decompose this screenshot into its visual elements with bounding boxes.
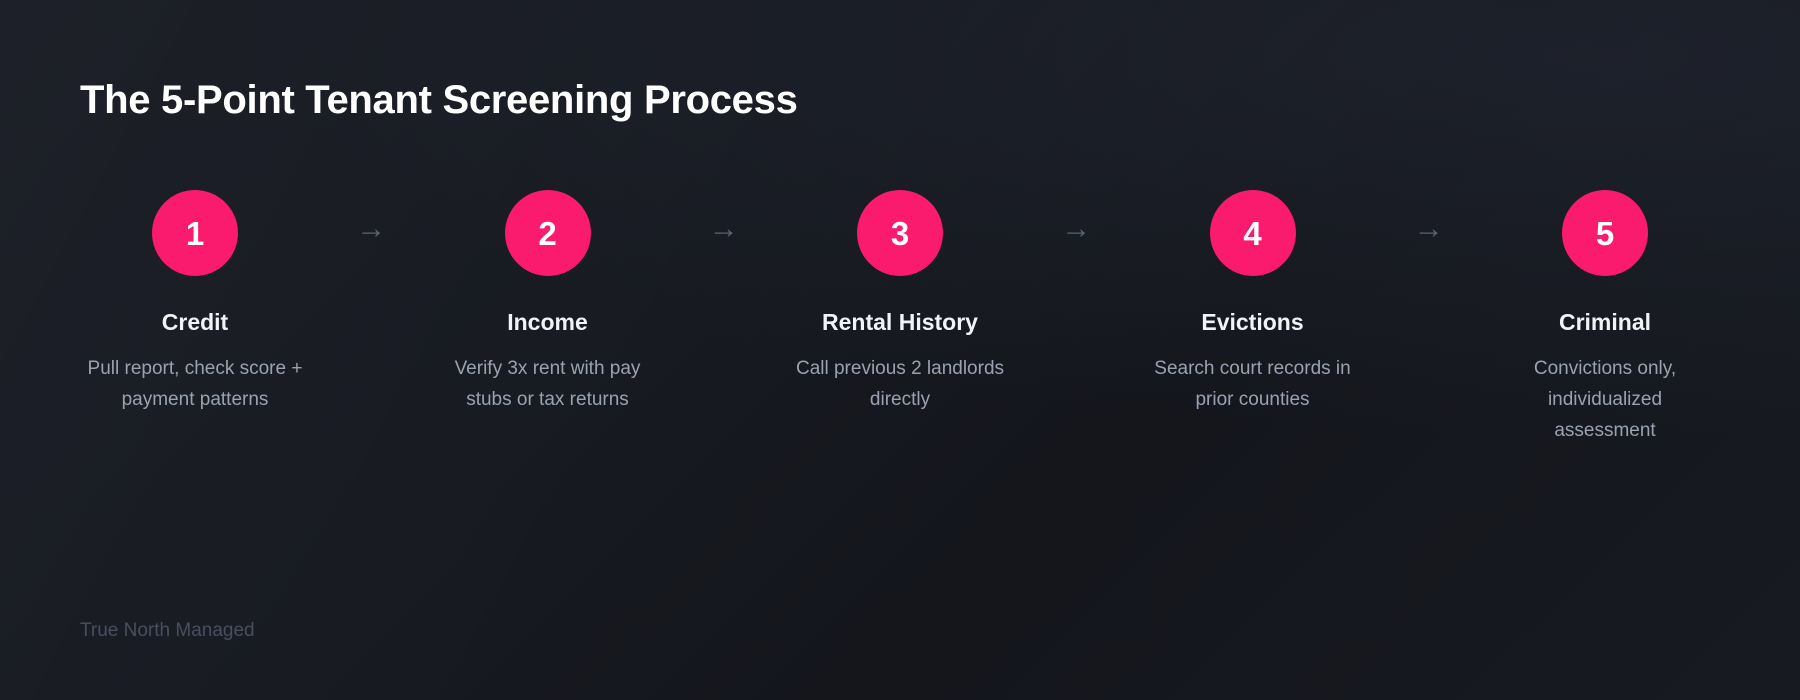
step-description-1: Pull report, check score + payment patte…	[87, 358, 303, 410]
step-title-5: Criminal	[1558, 309, 1652, 335]
step-number-badge-4: 4	[1209, 190, 1296, 276]
step-description-3: Call previous 2 landlords directly	[795, 358, 1005, 410]
process-step-3: 3 Rental History Call previous 2 landlor…	[785, 190, 1015, 416]
page-title: The 5-Point Tenant Screening Process	[80, 78, 798, 122]
process-step-1: 1 Credit Pull report, check score + paym…	[80, 190, 310, 416]
process-step-2: 2 Income Verify 3x rent with pay stubs o…	[433, 190, 663, 416]
step-description-5: Convictions only, individualized assessm…	[1533, 358, 1677, 441]
footer-brand: True North Managed	[80, 620, 255, 641]
step-title-4: Evictions	[1201, 309, 1304, 335]
step-description-4: Search court records in prior counties	[1154, 358, 1351, 410]
step-title-2: Income	[507, 309, 588, 335]
step-description-2: Verify 3x rent with pay stubs or tax ret…	[454, 358, 641, 410]
step-number-badge-2: 2	[504, 190, 591, 276]
arrow-right-icon-4: →	[1413, 212, 1444, 245]
arrow-right-icon-2: →	[708, 212, 739, 245]
process-steps-row: 1 Credit Pull report, check score + paym…	[80, 190, 1720, 447]
step-number-badge-5: 5	[1562, 190, 1648, 276]
step-number-badge-1: 1	[152, 190, 238, 276]
process-step-4: 4 Evictions Search court records in prio…	[1138, 190, 1368, 416]
arrow-right-icon-1: →	[356, 212, 387, 245]
step-title-3: Rental History	[822, 309, 978, 335]
process-step-5: 5 Criminal Convictions only, individuali…	[1490, 190, 1720, 447]
step-number-badge-3: 3	[857, 190, 943, 276]
step-title-1: Credit	[161, 309, 229, 335]
arrow-right-icon-3: →	[1061, 212, 1092, 245]
